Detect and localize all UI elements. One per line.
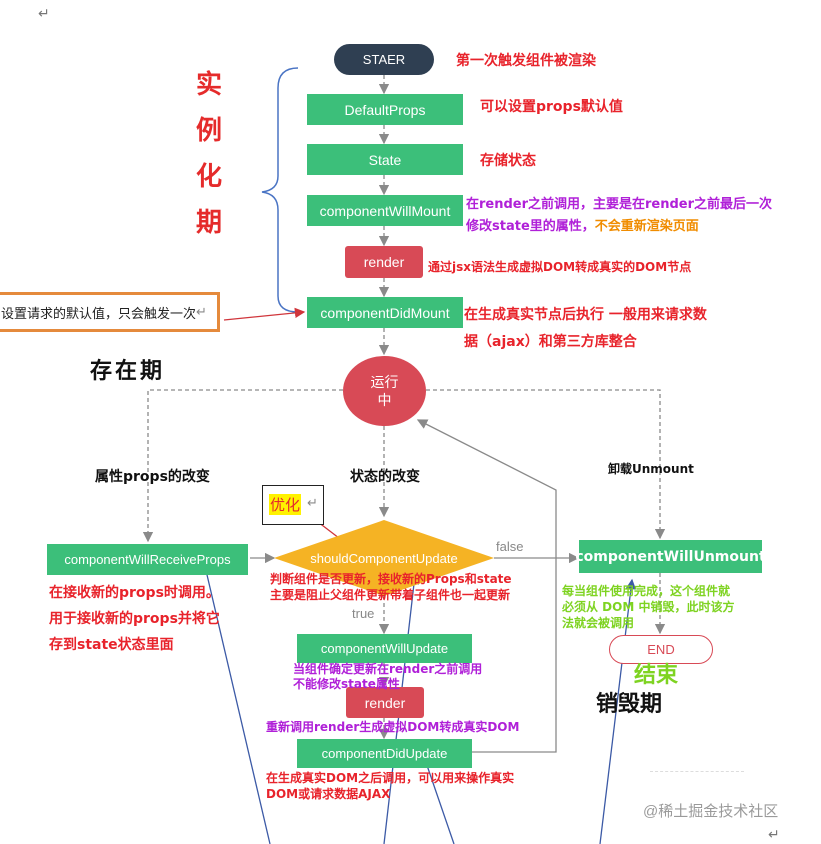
annotation-unmount-1: 每当组件使用完成，这个组件就 xyxy=(562,584,731,598)
paragraph-mark-bottom: ↵ xyxy=(768,826,780,842)
annotation-will-mount-2b: 不会重新渲染页面 xyxy=(594,219,699,234)
false-label: false xyxy=(496,539,524,554)
component-will-receive-props-node: componentWillReceiveProps xyxy=(47,544,248,575)
should-component-update-label: shouldComponentUpdate xyxy=(310,550,458,566)
paragraph-mark-top: ↵ xyxy=(38,5,50,21)
phase-instantiation: 实 例 化 期 xyxy=(196,62,222,246)
annotation-start: 第一次触发组件被渲染 xyxy=(456,53,596,69)
annotation-unmount-2: 必须从 DOM 中销毁，此时该方 xyxy=(562,600,735,614)
state-node: State xyxy=(307,144,463,175)
main-flow-lines xyxy=(142,75,666,740)
annotation-render-update: 重新调用render生成虚拟DOM转成真实DOM xyxy=(266,720,520,734)
annotation-will-mount-1: 在render之前调用，主要是在render之前最后一次 xyxy=(466,197,773,212)
annotation-did-mount-2: 据（ajax）和第三方库整合 xyxy=(464,334,637,350)
instantiation-brace xyxy=(261,67,299,313)
render-node-mount: render xyxy=(345,246,423,278)
annotation-receive-props-3: 存到state状态里面 xyxy=(49,637,174,653)
running-label: 中 xyxy=(377,392,392,408)
annotation-did-update-2: DOM或请求数据AJAX xyxy=(266,787,391,801)
annotation-will-update-1: 当组件确定更新在render之前调用 xyxy=(293,662,483,676)
phase-instantiation-char: 例 xyxy=(196,116,223,146)
label-props-change: 属性props的改变 xyxy=(95,469,210,485)
annotation-should-update-2: 主要是阻止父组件更新带着子组件也一起更新 xyxy=(270,588,511,602)
faint-divider xyxy=(650,771,744,772)
label-unmount: 卸载Unmount xyxy=(608,462,694,476)
component-will-update-node: componentWillUpdate xyxy=(297,634,472,663)
component-will-mount-node: componentWillMount xyxy=(307,195,463,226)
optimize-box: 优化 ↵ xyxy=(262,485,324,525)
paragraph-mark-icon: ↵ xyxy=(196,304,207,319)
phase-existence: 存在期 xyxy=(90,359,166,384)
annotation-receive-props-1: 在接收新的props时调用。 xyxy=(49,585,220,601)
phase-instantiation-char: 化 xyxy=(196,162,223,192)
annotation-did-update-1: 在生成真实DOM之后调用，可以用来操作真实 xyxy=(266,771,515,785)
phase-instantiation-char: 实 xyxy=(196,70,223,100)
should-update-diamond xyxy=(274,520,494,596)
phase-destruction: 销毁期 xyxy=(596,692,663,717)
annotation-default-props: 可以设置props默认值 xyxy=(480,99,623,115)
callout-text: 设置请求的默认值，只会触发一次 xyxy=(1,305,197,321)
end-big-label: 结束 xyxy=(634,663,679,688)
annotation-should-update-1: 判断组件是否更新，接收新的Props和state xyxy=(270,572,512,586)
running-label: 运行 xyxy=(370,374,399,390)
annotation-will-update-2: 不能修改state属性 xyxy=(293,677,400,691)
annotation-will-mount-2a: 修改state里的属性， xyxy=(466,219,595,234)
optimize-text: 优化 xyxy=(269,494,302,515)
component-will-unmount-node: componentWillUnmount xyxy=(575,540,766,573)
component-did-mount-node: componentDidMount xyxy=(307,297,463,328)
end-node: END xyxy=(609,635,713,664)
phase-instantiation-char: 期 xyxy=(196,208,223,238)
callout-arrow xyxy=(223,307,306,321)
watermark: @稀土掘金技术社区 xyxy=(643,803,779,820)
running-circle: 运行 中 xyxy=(343,356,426,426)
start-node: STAER xyxy=(334,44,434,75)
annotation-render-mount: 通过jsx语法生成虚拟DOM转成真实的DOM节点 xyxy=(428,260,692,274)
annotation-unmount-3: 法就会被调用 xyxy=(562,616,635,630)
annotation-did-mount-1: 在生成真实节点后执行 一般用来请求数 xyxy=(464,307,707,323)
annotation-state: 存储状态 xyxy=(480,153,536,169)
solid-flow-lines xyxy=(250,419,580,753)
default-props-node: DefaultProps xyxy=(307,94,463,125)
annotation-receive-props-2: 用于接收新的props并将它 xyxy=(49,611,220,627)
component-did-update-node: componentDidUpdate xyxy=(297,739,472,768)
paragraph-mark-icon: ↵ xyxy=(307,495,318,510)
label-state-change: 状态的改变 xyxy=(350,469,420,485)
annotation-will-mount-2: 修改state里的属性，不会重新渲染页面 xyxy=(466,215,699,234)
render-node-update: render xyxy=(346,687,424,718)
callout-box: 设置请求的默认值，只会触发一次↵ xyxy=(0,292,220,332)
true-label: true xyxy=(352,606,375,621)
